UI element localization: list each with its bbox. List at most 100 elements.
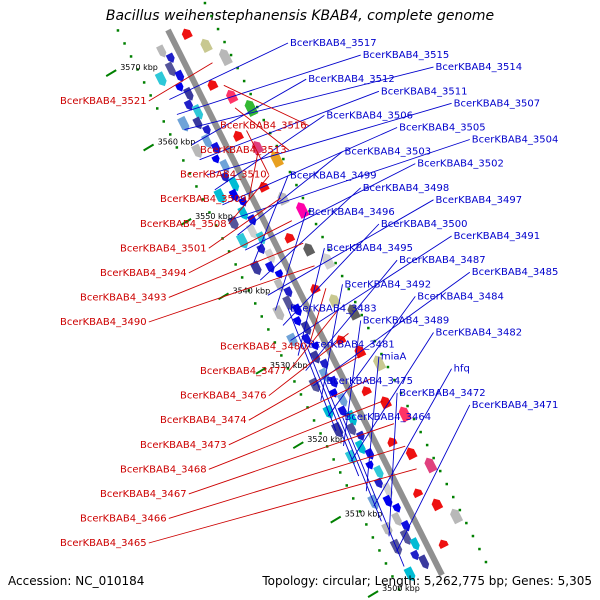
tick-dot bbox=[210, 14, 213, 18]
reverse-gene-label: BcerKBAB4_3508 bbox=[140, 219, 227, 230]
gene-feature bbox=[296, 202, 310, 219]
gene-arrow bbox=[336, 392, 348, 407]
tick-dot bbox=[345, 484, 348, 487]
scale-label: 3540 kbp bbox=[233, 286, 271, 295]
gene-arrow bbox=[438, 539, 449, 550]
gene-feature bbox=[156, 44, 167, 58]
tick-dot bbox=[280, 354, 283, 357]
forward-gene-label: BcerKBAB4_3497 bbox=[436, 195, 523, 206]
gene-feature bbox=[413, 488, 424, 499]
gene-feature bbox=[292, 315, 302, 326]
gene-feature bbox=[381, 521, 393, 536]
gene-arrow bbox=[354, 439, 366, 455]
leader-line bbox=[184, 66, 434, 131]
tick-dot bbox=[397, 588, 401, 591]
tick-dot bbox=[234, 263, 237, 266]
forward-gene-label: BcerKBAB4_3491 bbox=[454, 231, 541, 242]
reverse-gene-label: BcerKBAB4_3480 bbox=[220, 342, 307, 353]
tick-dot bbox=[175, 146, 179, 149]
gene-arrow bbox=[177, 115, 190, 132]
forward-gene-label: BcerKBAB4_3484 bbox=[417, 291, 504, 302]
forward-gene-label: BcerKBAB4_3483 bbox=[290, 303, 377, 314]
tick-dot bbox=[321, 235, 324, 239]
leader-line bbox=[237, 151, 343, 236]
leader-line bbox=[252, 175, 289, 266]
tick-dot bbox=[162, 120, 165, 123]
gene-feature bbox=[291, 303, 302, 317]
tick-dot bbox=[347, 287, 350, 291]
gene-feature bbox=[228, 188, 239, 202]
reverse-leader-lines bbox=[148, 62, 417, 544]
gene-feature bbox=[373, 355, 387, 372]
gene-feature bbox=[200, 38, 213, 54]
gene-arrow bbox=[318, 367, 330, 383]
leader-line bbox=[248, 152, 259, 200]
gene-arrow bbox=[207, 79, 219, 91]
tick-dot bbox=[282, 157, 285, 161]
gene-arrow bbox=[272, 304, 285, 321]
gene-feature bbox=[355, 430, 365, 441]
gene-arrow bbox=[450, 508, 464, 525]
tick-dot bbox=[142, 81, 146, 84]
gene-arrow bbox=[245, 223, 258, 239]
gene-arrow bbox=[300, 320, 312, 335]
forward-gene-label: BcerKBAB4_3507 bbox=[454, 98, 541, 109]
forward-gene-label: BcerKBAB4_3514 bbox=[436, 62, 523, 73]
leader-line bbox=[208, 400, 383, 470]
tick-dot bbox=[236, 66, 239, 70]
gene-arrow bbox=[310, 284, 321, 295]
gene-arrow bbox=[392, 502, 401, 513]
gene-feature bbox=[233, 130, 244, 142]
leader-line bbox=[168, 445, 406, 519]
gene-feature bbox=[328, 294, 341, 308]
scale-label: 3570 kbp bbox=[120, 63, 158, 72]
reverse-gene-label: BcerKBAB4_3513 bbox=[200, 145, 287, 156]
reverse-gene-labels: BcerKBAB4_3521BcerKBAB4_3516BcerKBAB4_35… bbox=[60, 96, 307, 549]
forward-gene-label: BcerKBAB4_3511 bbox=[381, 86, 468, 97]
forward-gene-label: BcerKBAB4_3512 bbox=[308, 74, 395, 85]
tick-dot bbox=[249, 92, 252, 96]
tick-dot bbox=[242, 79, 246, 83]
gene-arrow bbox=[156, 44, 167, 58]
tick-dot bbox=[358, 510, 362, 513]
scale-label: 3560 kbp bbox=[158, 138, 196, 147]
gene-arrow bbox=[284, 232, 296, 244]
gene-feature bbox=[403, 566, 416, 582]
gene-arrow bbox=[273, 278, 285, 292]
tick-dot bbox=[371, 536, 375, 539]
gene-feature bbox=[424, 457, 438, 474]
gene-arrow bbox=[301, 333, 311, 345]
tick-dot bbox=[299, 393, 303, 396]
leader-line bbox=[148, 468, 417, 544]
gene-feature bbox=[310, 284, 321, 295]
leader-line bbox=[234, 107, 290, 151]
leader-line bbox=[207, 102, 452, 176]
gene-feature bbox=[256, 243, 266, 255]
tick-dot bbox=[314, 222, 318, 226]
forward-gene-label: BcerKBAB4_3485 bbox=[472, 267, 559, 278]
leader-line bbox=[188, 220, 293, 274]
gene-feature bbox=[181, 28, 193, 41]
gene-arrow bbox=[361, 386, 372, 397]
gene-arrow bbox=[249, 260, 262, 276]
gene-feature bbox=[211, 154, 220, 164]
tick-dot bbox=[301, 196, 305, 200]
scale-label: 3550 kbp bbox=[195, 212, 233, 221]
gene-arrow bbox=[410, 549, 420, 561]
tick-dot bbox=[136, 68, 139, 71]
accession-text: Accession: NC_010184 bbox=[8, 574, 145, 588]
leader-line bbox=[267, 199, 434, 296]
gene-arrow bbox=[382, 494, 393, 508]
gene-feature bbox=[310, 341, 320, 351]
forward-gene-label: BcerKBAB4_3496 bbox=[308, 207, 395, 218]
reverse-gene-label: BcerKBAB4_3493 bbox=[80, 292, 167, 303]
gene-feature bbox=[373, 464, 384, 479]
gene-feature bbox=[283, 286, 293, 298]
gene-feature bbox=[191, 103, 204, 120]
tick-dot bbox=[471, 534, 475, 538]
gene-feature bbox=[226, 89, 239, 104]
gene-arrow bbox=[213, 188, 226, 204]
forward-gene-label: BcerKBAB4_3487 bbox=[399, 255, 486, 266]
leader-line bbox=[350, 332, 434, 462]
